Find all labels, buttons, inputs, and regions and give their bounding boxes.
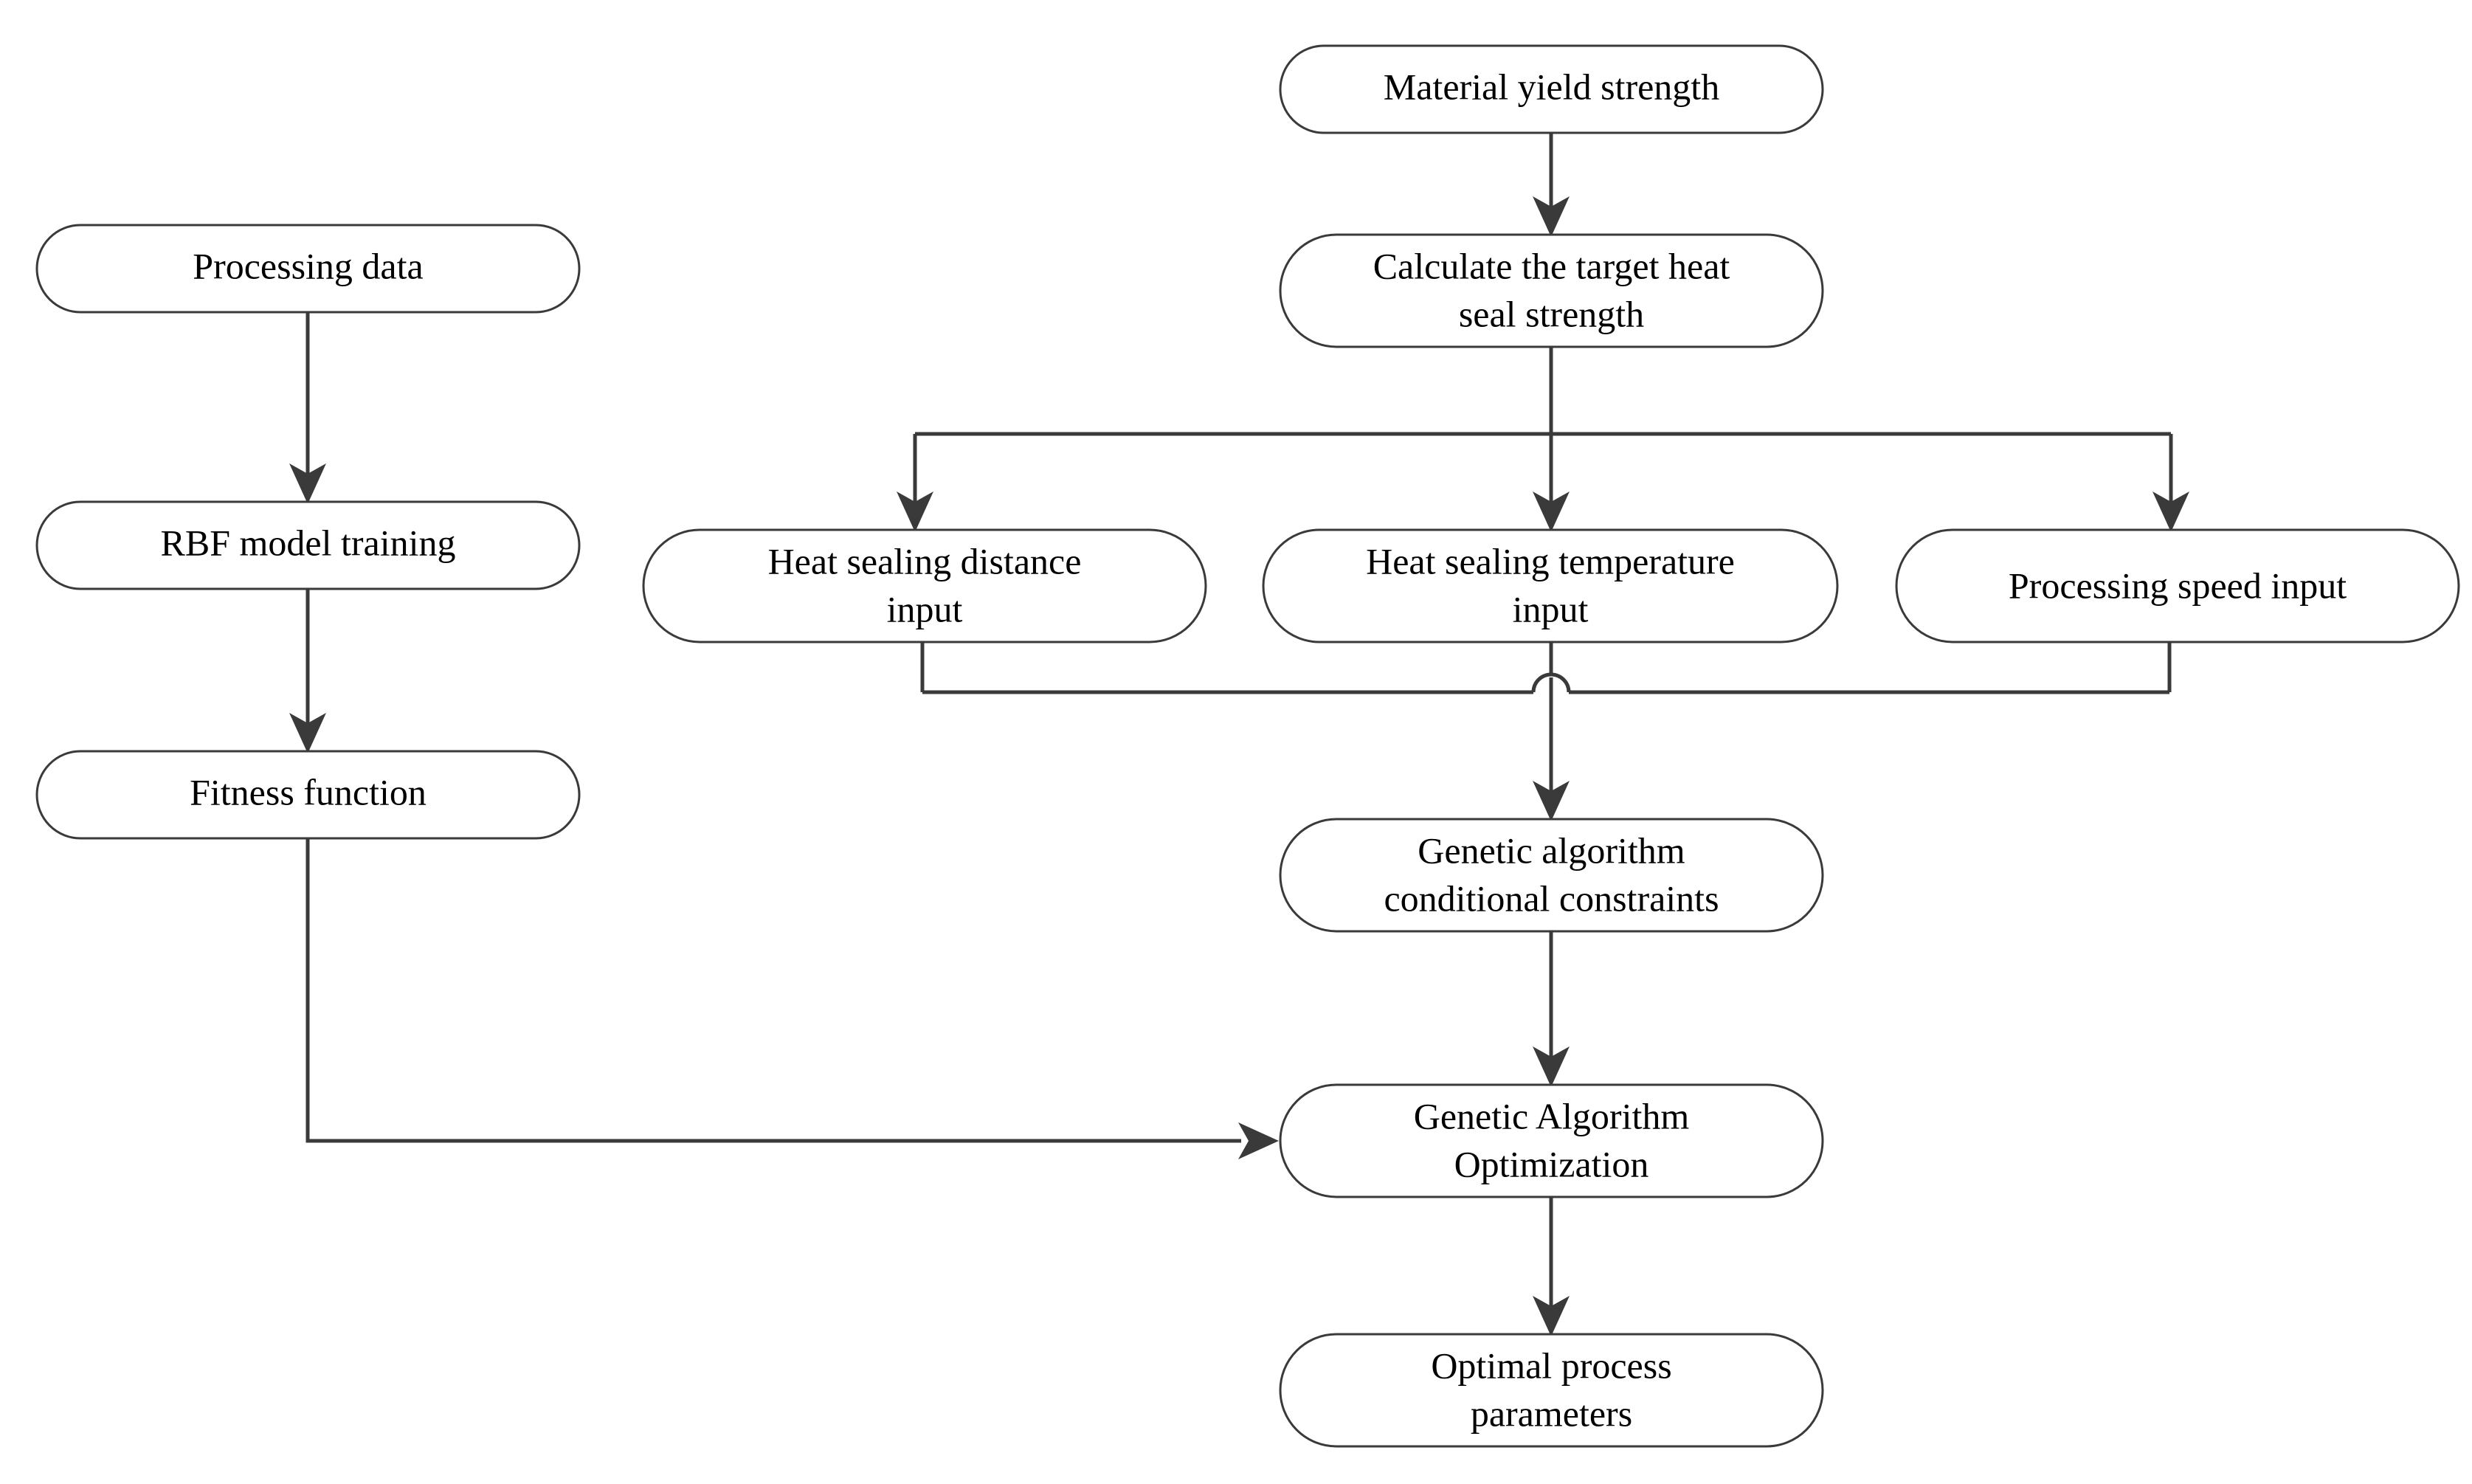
node-label-calculate-line-2: seal strength [1459, 293, 1644, 334]
node-shape-calculate-target-heat-seal-strength [1279, 233, 1824, 348]
node-label-heat-sealing-temperature-line-2: input [1513, 588, 1589, 629]
edge-calculate-to-speed [2152, 434, 2189, 532]
node-genetic-algorithm-optimization[interactable]: Genetic Algorithm Optimization [1279, 1083, 1824, 1198]
node-shape-optimal-process-parameters [1279, 1333, 1824, 1448]
node-shape-material-yield-strength [1279, 44, 1824, 134]
node-shape-rbf-model-training [35, 500, 581, 590]
edge-calculate-to-distance [897, 434, 933, 532]
node-rbf-model-training[interactable]: RBF model training [35, 500, 581, 590]
node-heat-sealing-temperature-input[interactable]: Heat sealing temperature input [1262, 528, 1839, 643]
edge-processing-data-to-rbf [289, 312, 326, 504]
edge-material-to-calculate [1533, 133, 1570, 237]
edge-calculate-to-temperature [1533, 434, 1570, 532]
node-optimal-process-parameters[interactable]: Optimal process parameters [1279, 1333, 1824, 1448]
node-material-yield-strength[interactable]: Material yield strength [1279, 44, 1824, 134]
node-label-ga-constraints-line-2: conditional constraints [1384, 877, 1719, 919]
node-label-ga-optimization-line-1: Genetic Algorithm [1414, 1095, 1690, 1136]
node-label-processing-speed-input: Processing speed input [2009, 565, 2347, 606]
node-label-ga-constraints-line-1: Genetic algorithm [1418, 829, 1685, 871]
node-label-heat-sealing-temperature-line-1: Heat sealing temperature [1366, 540, 1735, 581]
node-processing-data[interactable]: Processing data [35, 224, 581, 314]
node-shape-heat-sealing-temperature-input [1262, 528, 1839, 643]
node-shape-processing-speed-input [1895, 528, 2460, 643]
node-heat-sealing-distance-input[interactable]: Heat sealing distance input [642, 528, 1207, 643]
node-shape-processing-data [35, 224, 581, 314]
node-label-ga-optimization-line-2: Optimization [1454, 1143, 1649, 1184]
node-shape-heat-sealing-distance-input [642, 528, 1207, 643]
edge-layer [289, 133, 2189, 1336]
node-fitness-function[interactable]: Fitness function [35, 750, 581, 840]
edge-calculate-split-bar [915, 347, 2171, 436]
node-label-heat-sealing-distance-line-1: Heat sealing distance [768, 540, 1082, 581]
edge-optimization-to-optimal [1533, 1197, 1570, 1336]
node-processing-speed-input[interactable]: Processing speed input [1895, 528, 2460, 643]
node-shape-genetic-algorithm-conditional-constraints [1279, 818, 1824, 933]
node-label-calculate-line-1: Calculate the target heat [1373, 245, 1730, 286]
edge-fitness-to-ga-optimization [305, 838, 1279, 1159]
node-label-fitness-function: Fitness function [190, 771, 427, 812]
node-label-optimal-process-line-2: parameters [1471, 1392, 1632, 1434]
node-label-optimal-process-line-1: Optimal process [1431, 1345, 1671, 1386]
node-label-processing-data: Processing data [193, 245, 423, 286]
node-genetic-algorithm-conditional-constraints[interactable]: Genetic algorithm conditional constraint… [1279, 818, 1824, 933]
edge-rbf-to-fitness [289, 589, 326, 753]
node-label-heat-sealing-distance-line-2: input [887, 588, 963, 629]
edge-constraints-to-optimization [1533, 931, 1570, 1087]
node-shape-genetic-algorithm-optimization [1279, 1083, 1824, 1198]
node-calculate-target-heat-seal-strength[interactable]: Calculate the target heat seal strength [1279, 233, 1824, 348]
node-shape-fitness-function [35, 750, 581, 840]
node-label-material-yield-strength: Material yield strength [1384, 66, 1719, 107]
edge-temperature-to-constraints [1531, 642, 1571, 821]
node-label-rbf-model-training: RBF model training [161, 522, 456, 563]
